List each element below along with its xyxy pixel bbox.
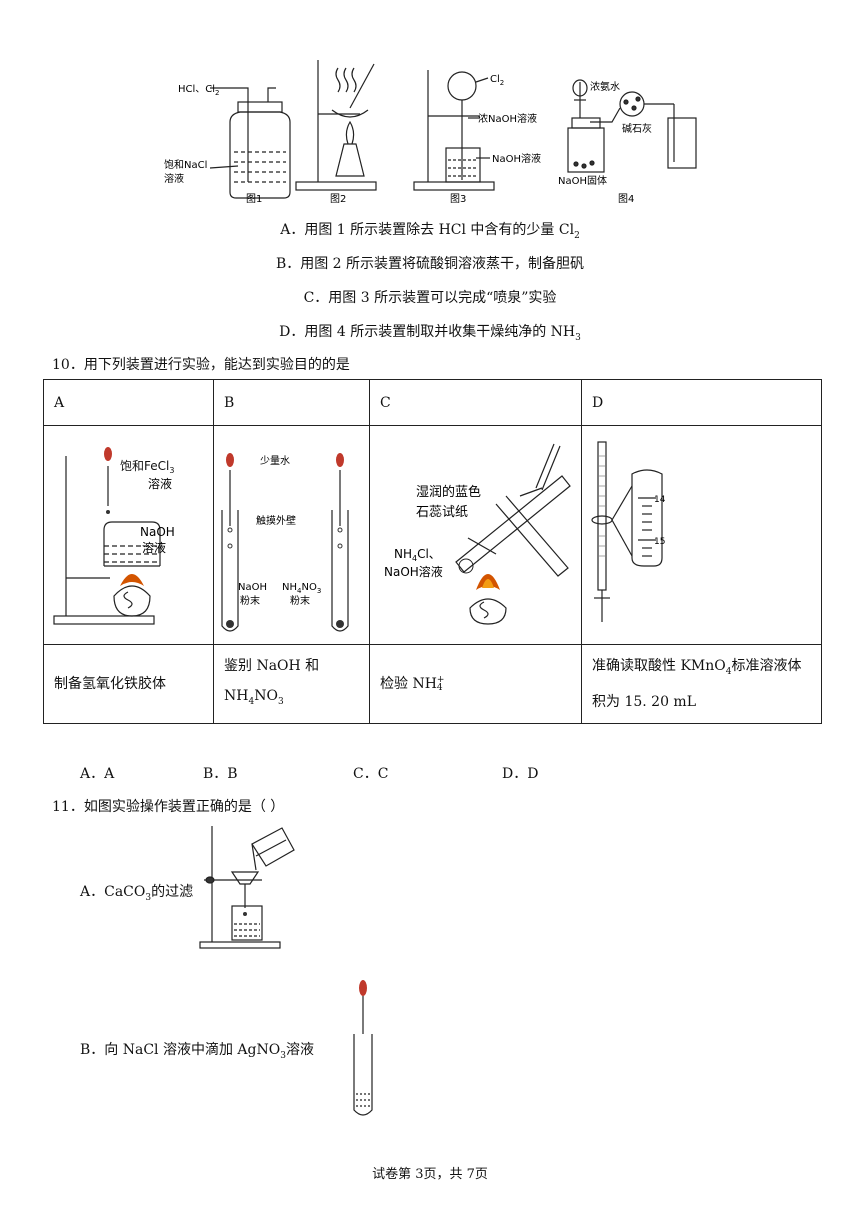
fig4-caption: 图4 bbox=[618, 193, 634, 205]
q9-figure-strip: HCl、Cl2 饱和NaCl 溶液 图1 图2 Cl2 浓NaOH溶液 NaOH… bbox=[164, 60, 697, 205]
q10-header-d: D bbox=[581, 379, 822, 426]
dropper-bulb-right bbox=[336, 453, 344, 467]
figa-label-solution: 溶液 bbox=[148, 476, 172, 491]
q10-header-b: B bbox=[213, 379, 370, 426]
fig1-gas-washing-bottle bbox=[209, 87, 291, 199]
q10-choice-a[interactable]: A．A bbox=[80, 766, 115, 782]
fig4-funnel-label: 浓氨水 bbox=[590, 80, 620, 93]
q11-option-a: A．CaCO3的过滤 bbox=[80, 884, 194, 903]
fig4-solid-label: NaOH固体 bbox=[558, 175, 607, 187]
figb-label-water: 少量水 bbox=[260, 455, 290, 467]
q10-choice-c[interactable]: C．C bbox=[353, 766, 389, 782]
figb-label-naoh-powder: 粉末 bbox=[240, 594, 260, 607]
figb-label-touch: 触摸外壁 bbox=[256, 514, 296, 527]
q10-purpose-c: 检验 NH+4 bbox=[369, 644, 582, 724]
figc-label-paper-2: 石蕊试纸 bbox=[416, 505, 468, 520]
fig4-drier-label: 碱石灰 bbox=[622, 122, 652, 135]
dropper-bulb bbox=[104, 447, 112, 461]
figc-label-reagent-2: NaOH溶液 bbox=[384, 564, 443, 579]
dropper-bulb bbox=[359, 980, 367, 996]
q10-header-c: C bbox=[369, 379, 582, 426]
fig3-beaker-label: NaOH溶液 bbox=[492, 152, 541, 165]
q10-purpose-a: 制备氢氧化铁胶体 bbox=[43, 644, 214, 724]
q11-option-b: B．向 NaCl 溶液中滴加 AgNO3溶液 bbox=[80, 1042, 314, 1061]
fig4-ammonia-apparatus bbox=[567, 79, 697, 173]
fig3-fountain-apparatus bbox=[413, 70, 495, 191]
fig1-gas-label: HCl、Cl2 bbox=[178, 84, 220, 97]
q9-option-a: A．用图 1 所示装置除去 HCl 中含有的少量 Cl2 bbox=[280, 222, 580, 241]
figb-label-nh4no3: NH4NO3 bbox=[282, 582, 321, 595]
fig3-gas-label: Cl2 bbox=[490, 74, 504, 87]
fig3-dropper-label: 浓NaOH溶液 bbox=[478, 112, 537, 125]
q9-option-d: D．用图 4 所示装置制取并收集干燥纯净的 NH3 bbox=[279, 324, 581, 343]
q10-figure-b: 少量水 触摸外壁 NaOH 粉末 NH4NO3 粉末 bbox=[221, 453, 349, 632]
fig1-caption: 图1 bbox=[246, 193, 262, 205]
fig2-caption: 图2 bbox=[330, 193, 346, 205]
q9-option-b: B．用图 2 所示装置将硫酸铜溶液蒸干，制备胆矾 bbox=[275, 256, 585, 272]
q10-stem: 10．用下列装置进行实验，能达到实验目的的是 bbox=[52, 357, 350, 373]
q10-figure-d: 14 15 bbox=[591, 441, 666, 622]
page-footer: 试卷第 3页，共 7页 bbox=[372, 1167, 488, 1182]
q11-stem: 11．如图实验操作装置正确的是（ ） bbox=[52, 799, 285, 815]
q11-dropper-figure bbox=[353, 980, 373, 1116]
fig3-caption: 图3 bbox=[450, 193, 466, 205]
q10-figure-c: 湿润的蓝色 石蕊试纸 NH4Cl、 NaOH溶液 bbox=[384, 443, 571, 625]
figd-mark-14: 14 bbox=[654, 495, 666, 505]
q9-option-c: C．用图 3 所示装置可以完成“喷泉”实验 bbox=[303, 290, 557, 306]
q10-figure-b-cell: 少量水 触摸外壁 NaOH 粉末 NH4NO3 粉末 bbox=[213, 425, 370, 645]
q10-table: A B C D bbox=[43, 379, 822, 724]
figb-label-nh4no3-powder: 粉末 bbox=[290, 594, 310, 607]
fig2-evaporation-apparatus bbox=[295, 60, 377, 191]
fig1-liquid-label-1: 饱和NaCl bbox=[164, 159, 207, 171]
figa-label-naoh: NaOH bbox=[140, 525, 175, 539]
q10-figure-d-cell: 14 15 bbox=[581, 425, 822, 645]
figa-label-fecl3: 饱和FeCl3 bbox=[120, 458, 174, 475]
fig1-liquid-label-2: 溶液 bbox=[164, 172, 184, 185]
q10-figure-a-cell: 饱和FeCl3 溶液 NaOH 溶液 bbox=[43, 425, 214, 645]
q11-filtration-figure bbox=[199, 826, 295, 949]
figa-label-naoh-solution: 溶液 bbox=[142, 540, 166, 555]
q10-purpose-b: 鉴别 NaOH 和 NH4NO3 bbox=[213, 644, 370, 724]
q10-choice-b[interactable]: B．B bbox=[203, 766, 238, 782]
figc-label-reagent-1: NH4Cl、 bbox=[394, 547, 441, 563]
figb-label-naoh: NaOH bbox=[238, 582, 267, 593]
q10-choice-d[interactable]: D．D bbox=[502, 766, 539, 782]
figd-mark-15: 15 bbox=[654, 537, 665, 547]
q10-figure-c-cell: 湿润的蓝色 石蕊试纸 NH4Cl、 NaOH溶液 bbox=[369, 425, 582, 645]
dropper-bulb-left bbox=[226, 453, 234, 467]
q10-header-a: A bbox=[43, 379, 214, 426]
q10-figure-a: 饱和FeCl3 溶液 NaOH 溶液 bbox=[53, 447, 175, 625]
figc-label-paper-1: 湿润的蓝色 bbox=[416, 484, 481, 500]
q10-purpose-d: 准确读取酸性 KMnO4标准溶液体 积为 15. 20 mL bbox=[581, 644, 822, 724]
